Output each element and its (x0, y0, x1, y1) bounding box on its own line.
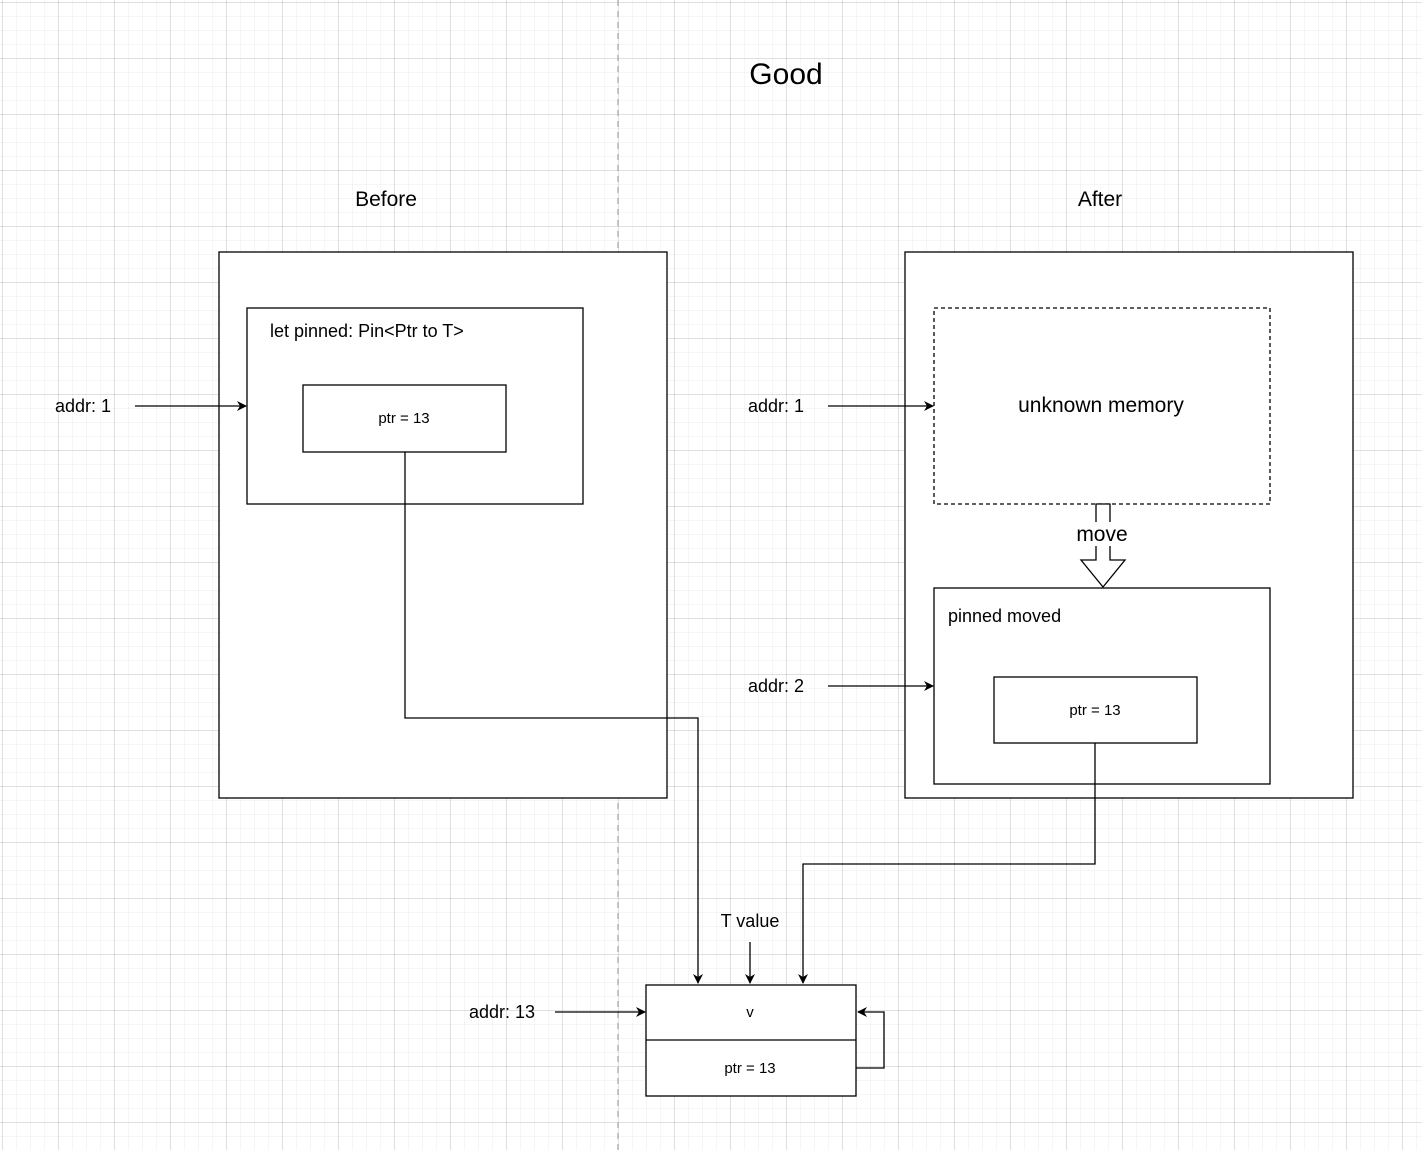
move-label-bg (1072, 522, 1132, 546)
before-ptr-connector (404, 452, 703, 984)
before-struct-label: let pinned: Pin<Ptr to T> (270, 321, 464, 341)
t-value-field-ptr: ptr = 13 (724, 1060, 775, 1077)
diagram-title: Good (749, 58, 822, 91)
after-heading: After (1078, 188, 1122, 211)
after-ptr-field[interactable] (993, 676, 1198, 744)
t-value-addr-label: addr: 13 (469, 1002, 535, 1022)
pinned-moved-label: pinned moved (948, 606, 1061, 626)
before-addr-label: addr: 1 (55, 396, 111, 416)
before-heading: Before (355, 188, 417, 211)
t-value-heading: T value (721, 911, 780, 931)
after-ptr-label: ptr = 13 (1069, 702, 1120, 719)
unknown-memory-block[interactable] (933, 307, 1271, 505)
t-value-field-v: v (746, 1004, 754, 1021)
unknown-memory-label: unknown memory (1018, 394, 1184, 417)
move-label: move (1076, 523, 1127, 546)
moved-addr-label: addr: 2 (748, 676, 804, 696)
unknown-addr-label: addr: 1 (748, 396, 804, 416)
before-ptr-label: ptr = 13 (378, 410, 429, 427)
after-ptr-connector (798, 743, 1096, 984)
self-ref-connector (856, 1007, 885, 1069)
